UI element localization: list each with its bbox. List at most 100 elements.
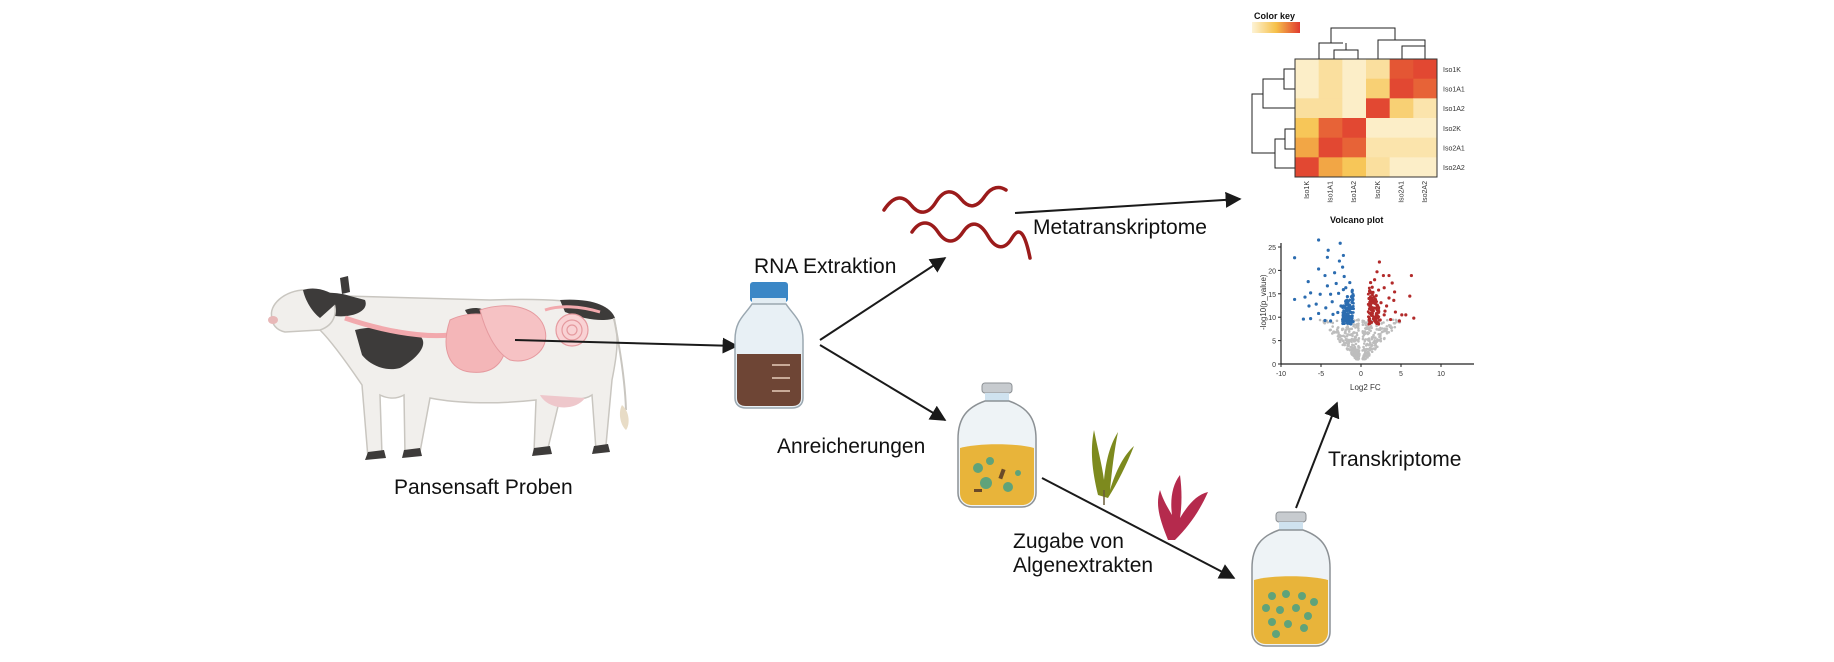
heatmap-cell (1413, 78, 1438, 99)
heatmap-col-label: Iso1A2 (1351, 181, 1358, 203)
volcano-point-down (1317, 267, 1321, 271)
arrows (514, 191, 1340, 579)
heatmap-cell (1318, 78, 1343, 99)
volcano-point-ns (1381, 327, 1384, 330)
volcano-point-up (1377, 315, 1381, 319)
heatmap-cell (1295, 118, 1320, 139)
volcano-point-ns (1337, 337, 1340, 341)
volcano-point-up (1408, 294, 1412, 298)
volcano-point-ns (1347, 343, 1350, 347)
volcano-point-ns (1357, 329, 1360, 332)
volcano-point-down (1348, 316, 1352, 320)
volcano-point-down (1342, 274, 1346, 279)
volcano-point-ns (1357, 345, 1360, 349)
volcano-point-down (1317, 311, 1321, 316)
volcano-point-ns (1364, 323, 1368, 327)
volcano-point-up (1369, 298, 1373, 302)
volcano-point-ns (1350, 340, 1353, 344)
volcano-point-ns (1336, 326, 1340, 329)
volcano-x-tick-label: 10 (1437, 371, 1445, 378)
heatmap-cell (1342, 118, 1367, 139)
volcano-point-ns (1365, 347, 1369, 351)
heatmap-cell (1342, 78, 1367, 99)
volcano-y-tick-label: 25 (1268, 245, 1276, 252)
volcano-point-up (1377, 318, 1381, 322)
heatmap-col-label: Iso2A1 (1399, 181, 1406, 203)
volcano-point-down (1343, 322, 1346, 326)
volcano-point-ns (1342, 339, 1345, 343)
volcano-point-ns (1331, 321, 1335, 325)
volcano-point-down (1329, 319, 1333, 323)
volcano-point-ns (1376, 345, 1379, 349)
heatmap-col-label: Iso1K (1304, 181, 1311, 199)
heatmap-chart: Color key Iso1KIso1A1Iso1A2Iso2KIso2A1Is… (1251, 11, 1465, 203)
volcano-point-up (1377, 311, 1381, 314)
volcano-point-ns (1383, 327, 1387, 330)
volcano-point-up (1366, 302, 1370, 306)
volcano-point-ns (1340, 337, 1343, 341)
volcano-point-down (1352, 307, 1355, 311)
volcano-y-tick-label: 5 (1272, 339, 1276, 346)
volcano-point-down (1323, 318, 1327, 323)
volcano-point-down (1325, 255, 1329, 259)
heatmap-col-label: Iso2A2 (1422, 181, 1429, 203)
volcano-point-ns (1367, 353, 1370, 357)
volcano-point-ns (1368, 349, 1372, 352)
volcano-point-down (1314, 302, 1318, 306)
volcano-y-tick-label: 20 (1268, 268, 1276, 275)
volcano-point-ns (1394, 318, 1398, 322)
volcano-point-up (1372, 316, 1376, 320)
volcano-point-up (1368, 317, 1372, 320)
volcano-point-down (1350, 290, 1354, 294)
volcano-point-ns (1373, 344, 1377, 347)
volcano-point-down (1336, 310, 1340, 315)
volcano-point-up (1369, 291, 1373, 295)
volcano-point-ns (1357, 326, 1360, 330)
volcano-point-ns (1346, 325, 1350, 329)
arrow-vial-to-volcano (1295, 401, 1340, 509)
volcano-point-up (1374, 294, 1378, 298)
volcano-point-down (1351, 311, 1355, 314)
label-anreicherungen: Anreicherungen (777, 435, 925, 458)
volcano-point-down (1341, 253, 1345, 258)
volcano-point-ns (1357, 318, 1360, 322)
volcano-point-ns (1345, 347, 1349, 350)
volcano-point-ns (1343, 343, 1347, 347)
heatmap-cell (1366, 78, 1391, 99)
volcano-point-down (1326, 248, 1330, 252)
volcano-point-up (1382, 313, 1386, 317)
heatmap-cell (1295, 59, 1320, 80)
volcano-point-down (1351, 304, 1355, 308)
volcano-point-ns (1380, 330, 1384, 334)
volcano-point-down (1351, 288, 1354, 292)
volcano-point-up (1370, 296, 1374, 300)
heatmap-cell (1295, 98, 1320, 119)
volcano-point-ns (1395, 320, 1398, 324)
volcano-point-ns (1347, 330, 1351, 333)
heatmap-cell (1366, 59, 1391, 80)
volcano-point-ns (1370, 337, 1374, 341)
heatmap-cell (1366, 118, 1391, 139)
heatmap-cell (1389, 98, 1414, 119)
volcano-point-down (1309, 291, 1313, 295)
volcano-point-ns (1354, 342, 1358, 346)
volcano-point-ns (1348, 327, 1351, 331)
heatmap-cell (1295, 157, 1320, 178)
volcano-point-ns (1355, 333, 1359, 337)
volcano-point-up (1390, 281, 1394, 285)
volcano-point-ns (1350, 348, 1353, 351)
volcano-point-ns (1357, 357, 1360, 361)
volcano-point-ns (1331, 332, 1334, 335)
volcano-point-ns (1348, 338, 1351, 342)
volcano-point-ns (1361, 319, 1364, 323)
volcano-point-ns (1379, 332, 1382, 336)
volcano-point-up (1383, 309, 1387, 313)
volcano-point-ns (1378, 338, 1381, 342)
volcano-point-ns (1350, 338, 1353, 342)
volcano-point-up (1370, 313, 1373, 317)
volcano-point-down (1345, 295, 1349, 299)
volcano-point-ns (1364, 338, 1368, 341)
volcano-point-ns (1362, 357, 1366, 360)
volcano-point-ns (1379, 334, 1382, 338)
heatmap-cell (1413, 59, 1438, 80)
